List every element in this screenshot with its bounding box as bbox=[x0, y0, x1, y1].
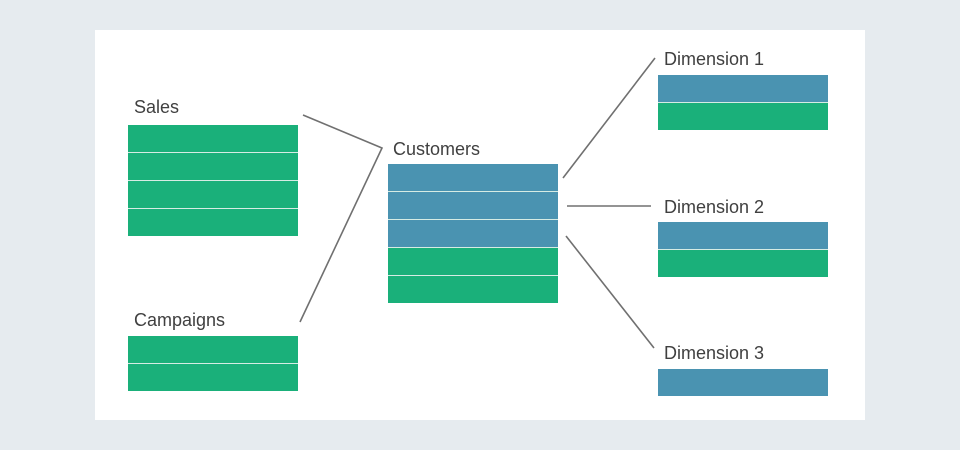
table-row-green bbox=[128, 336, 298, 364]
campaigns-table[interactable] bbox=[128, 336, 298, 391]
table-row-green bbox=[658, 103, 828, 130]
table-row-blue bbox=[658, 75, 828, 103]
table-row-green bbox=[658, 250, 828, 277]
connector-customers-to-dimension-3 bbox=[565, 235, 655, 349]
connector-customers-to-dimension-1 bbox=[562, 57, 656, 179]
customers-table-label: Customers bbox=[393, 139, 481, 159]
dimension-2-table[interactable] bbox=[658, 222, 828, 277]
connector-sales-campaigns-to-customers bbox=[299, 114, 384, 323]
table-row-blue bbox=[658, 222, 828, 250]
dimension-3-table-label: Dimension 3 bbox=[664, 343, 765, 363]
table-row-blue bbox=[658, 369, 828, 396]
campaigns-table-label: Campaigns bbox=[134, 310, 226, 330]
sales-table-label: Sales bbox=[134, 97, 180, 117]
dimension-2-table-label: Dimension 2 bbox=[664, 197, 765, 217]
table-row-blue bbox=[388, 164, 558, 192]
customers-table[interactable] bbox=[388, 164, 558, 303]
sales-table[interactable] bbox=[128, 125, 298, 236]
table-row-blue bbox=[388, 220, 558, 248]
table-row-green bbox=[388, 248, 558, 276]
table-row-green bbox=[128, 125, 298, 153]
dimension-1-table-label: Dimension 1 bbox=[664, 49, 765, 69]
dimension-3-table[interactable] bbox=[658, 369, 828, 396]
table-row-green bbox=[388, 276, 558, 303]
table-row-blue bbox=[388, 192, 558, 220]
dimension-1-table[interactable] bbox=[658, 75, 828, 130]
table-row-green bbox=[128, 364, 298, 391]
table-row-green bbox=[128, 209, 298, 236]
table-row-green bbox=[128, 181, 298, 209]
table-row-green bbox=[128, 153, 298, 181]
